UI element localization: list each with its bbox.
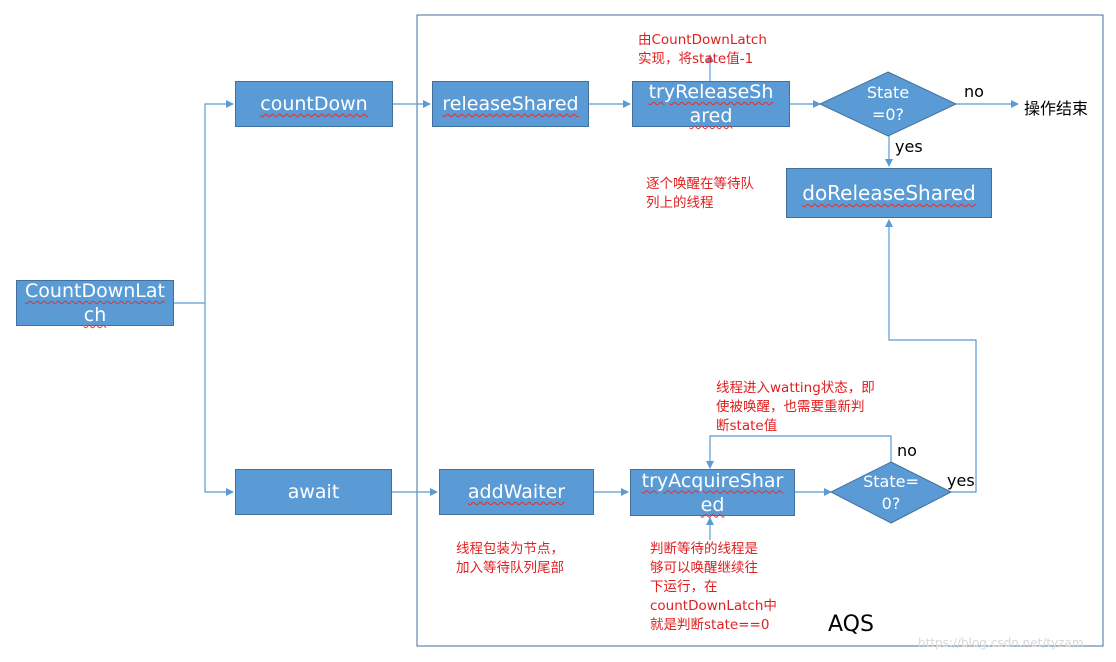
countdown-label: countDown: [260, 93, 368, 115]
try-acquire-shared-box: tryAcquireShared: [630, 469, 795, 516]
do-release-shared-label: doReleaseShared: [802, 181, 976, 205]
decision-bottom-diamond: [829, 461, 953, 524]
note-wake-each: 逐个唤醒在等待队 列上的线程: [646, 176, 754, 211]
watermark: https://blog.csdn.net/tyzam: [918, 636, 1084, 650]
decision-bottom-label: State=0?: [863, 472, 919, 513]
edge-to-countdown: [204, 100, 234, 303]
bottom-yes-label: yes: [947, 471, 975, 490]
top-yes-label: yes: [895, 137, 923, 156]
note-state-minus: 由CountDownLatch 实现，将state值-1: [638, 32, 767, 67]
try-release-shared-box: tryReleaseShared: [632, 81, 790, 127]
await-label: await: [287, 481, 340, 503]
aqs-label: AQS: [828, 612, 874, 637]
try-acquire-shared-label: tryAcquireShared: [641, 469, 784, 516]
add-waiter-label: addWaiter: [467, 481, 566, 503]
release-shared-box: releaseShared: [432, 81, 589, 127]
release-shared-label: releaseShared: [442, 93, 579, 115]
edge-loop-no: [706, 435, 892, 469]
edge-yes-back: [885, 219, 977, 493]
countdownlatch-box: CountDownLatch: [16, 280, 174, 326]
note-judge: 判断等待的线程是 够可以唤醒继续往 下运行，在 countDownLatch中 …: [650, 541, 777, 633]
top-no-label: no: [964, 82, 984, 101]
end-label: 操作结束: [1024, 99, 1089, 118]
decision-top-diamond: [818, 71, 958, 137]
do-release-shared-box: doReleaseShared: [786, 168, 992, 218]
note-watting: 线程进入watting状态，即 使被唤醒，也需要重新判 断state值: [716, 380, 875, 434]
note-wrap-node: 线程包装为节点， 加入等待队列尾部: [456, 541, 564, 576]
aqs-container: [416, 14, 1104, 647]
add-waiter-box: addWaiter: [439, 469, 594, 515]
edge-to-await: [204, 303, 234, 496]
bottom-no-label: no: [897, 441, 917, 460]
decision-top-label: State =0?: [866, 83, 910, 124]
countdown-box: countDown: [235, 81, 393, 127]
try-release-shared-label: tryReleaseShared: [648, 81, 774, 127]
countdownlatch-label: CountDownLatch: [25, 280, 165, 326]
await-box: await: [235, 469, 392, 515]
